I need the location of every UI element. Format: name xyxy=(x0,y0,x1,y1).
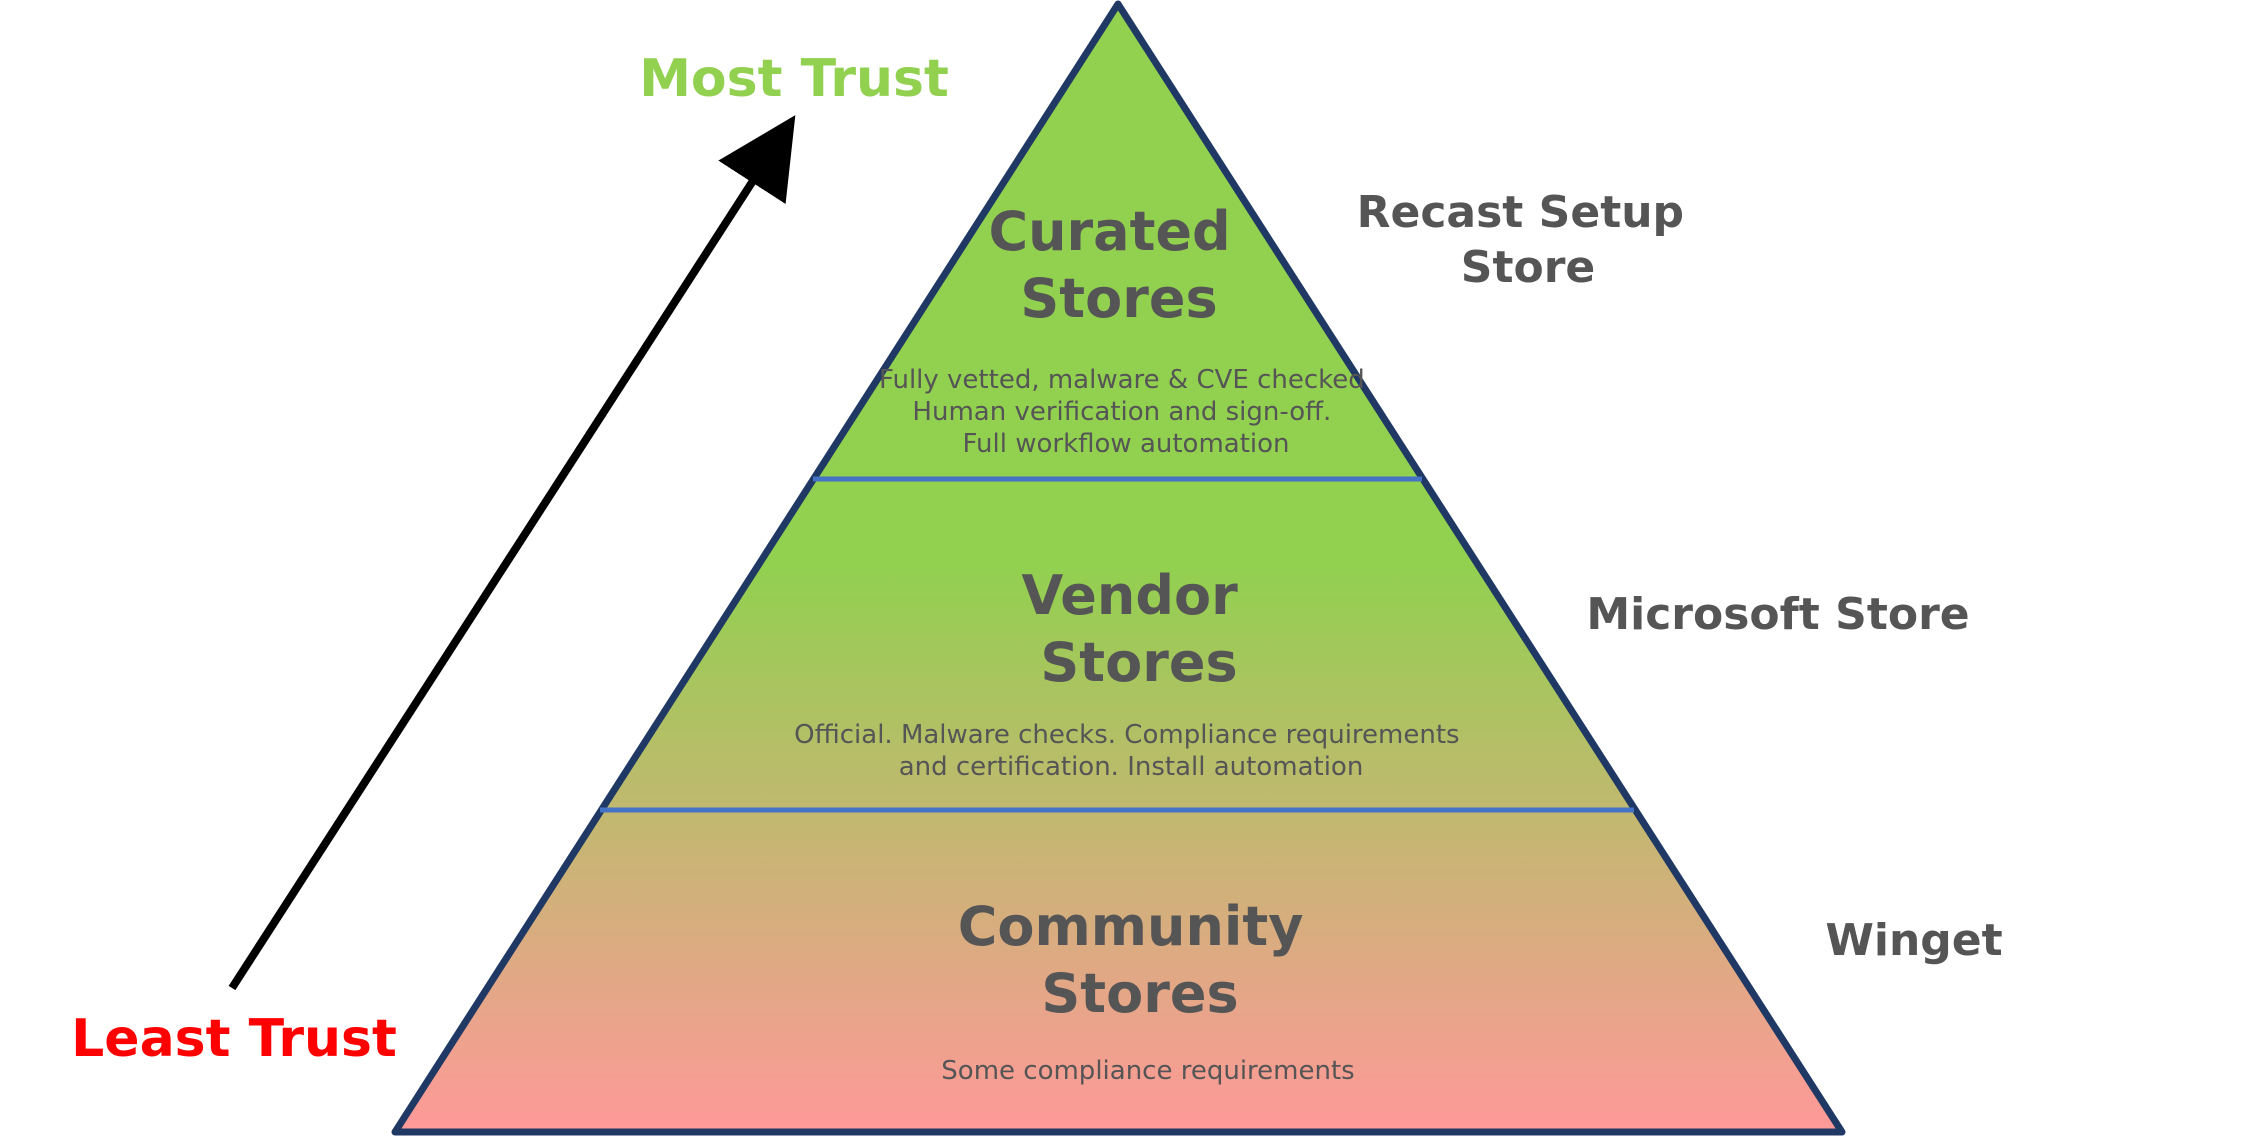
tier-description: Some compliance requirements xyxy=(941,1056,1354,1086)
store-example-recast-setup-store: Recast Setup Store xyxy=(1357,187,1700,293)
least-trust-label: Least Trust xyxy=(71,1009,397,1069)
tier-title: Curated Stores xyxy=(988,200,1249,330)
tier-description: Fully vetted, malware & CVE checked Huma… xyxy=(879,365,1373,459)
store-example-winget: Winget xyxy=(1825,915,2002,966)
tier-description: Official. Malware checks. Compliance req… xyxy=(794,720,1468,782)
tier-curated-stores: Curated Stores Fully vetted, malware & C… xyxy=(879,200,1373,459)
tier-community-stores: Community Stores Some compliance require… xyxy=(941,895,1354,1086)
pyramid-shape xyxy=(391,0,1846,1136)
tier-title: Community Stores xyxy=(958,895,1323,1025)
store-example-microsoft-store: Microsoft Store xyxy=(1586,589,1969,640)
tier-title: Vendor Stores xyxy=(1021,564,1256,694)
trust-arrow xyxy=(228,115,796,991)
most-trust-label: Most Trust xyxy=(639,49,949,109)
tier-vendor-stores: Vendor Stores Official. Malware checks. … xyxy=(794,564,1468,782)
